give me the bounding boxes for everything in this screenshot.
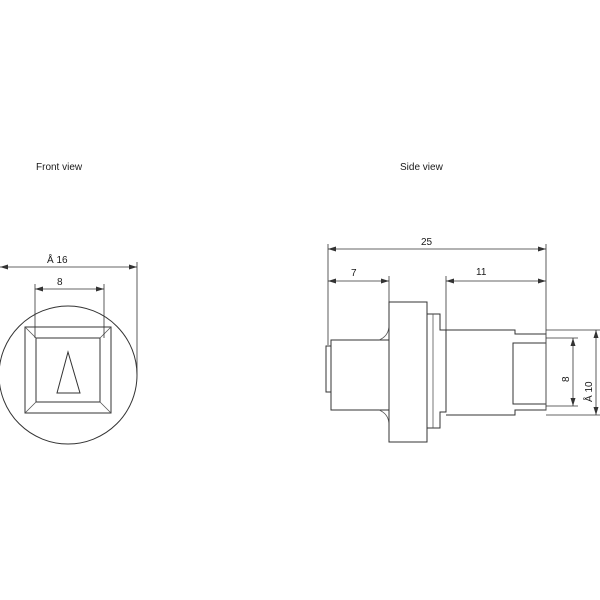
dim-tail-length-text: 11 bbox=[476, 267, 487, 278]
button-cap-front bbox=[325, 345, 332, 393]
front-view: Front view Å 16 8 bbox=[0, 162, 138, 445]
triangle-symbol-icon bbox=[56, 350, 81, 394]
dim-square-width: 8 bbox=[34, 277, 105, 338]
collar bbox=[388, 301, 428, 443]
dim-tail-inner: 8 bbox=[546, 337, 578, 407]
collar-ring bbox=[427, 313, 447, 429]
dim-tail-length: 11 bbox=[445, 267, 546, 330]
dim-overall-length: 25 bbox=[327, 237, 547, 345]
dim-square-width-text: 8 bbox=[57, 277, 63, 288]
front-view-label: Front view bbox=[36, 162, 83, 173]
dim-overall-length-text: 25 bbox=[421, 237, 433, 248]
button-cap bbox=[330, 339, 389, 411]
dim-head-length: 7 bbox=[328, 268, 390, 302]
dim-tail-outer: Å 10 bbox=[546, 329, 600, 416]
dim-outer-diameter-text: Å 16 bbox=[47, 253, 68, 266]
button-outer-square bbox=[24, 326, 112, 414]
dim-outer-diameter: Å 16 bbox=[0, 253, 138, 375]
side-view-label: Side view bbox=[400, 162, 444, 173]
dim-tail-inner-text: 8 bbox=[561, 376, 572, 382]
dim-tail-outer-text: Å 10 bbox=[582, 381, 595, 402]
dim-head-length-text: 7 bbox=[351, 268, 357, 279]
side-view: Side view 25 7 bbox=[325, 162, 600, 443]
button-inner-square bbox=[35, 337, 101, 403]
terminal-slot bbox=[512, 342, 547, 405]
